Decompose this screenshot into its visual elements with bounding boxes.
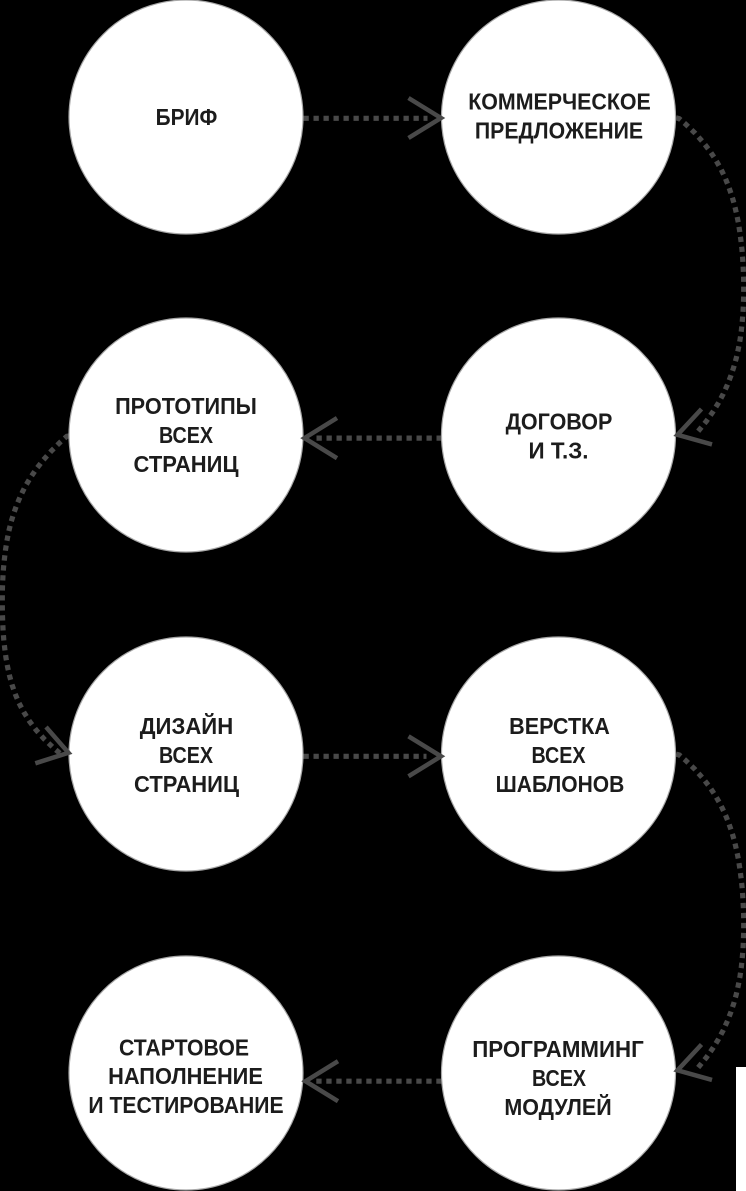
svg-text:ВСЕХ: ВСЕХ xyxy=(159,422,214,448)
svg-text:ВСЕХ: ВСЕХ xyxy=(159,742,214,768)
svg-text:ВСЕХ: ВСЕХ xyxy=(532,742,587,768)
svg-text:НАПОЛНЕНИЕ: НАПОЛНЕНИЕ xyxy=(108,1063,263,1089)
svg-text:КОММЕРЧЕСКОЕ: КОММЕРЧЕСКОЕ xyxy=(468,89,651,115)
svg-text:ПРОГРАММИНГ: ПРОГРАММИНГ xyxy=(472,1036,644,1062)
svg-text:ВЕРСТКА: ВЕРСТКА xyxy=(509,713,610,739)
svg-text:ДИЗАЙН: ДИЗАЙН xyxy=(140,712,233,739)
svg-text:И ТЕСТИРОВАНИЕ: И ТЕСТИРОВАНИЕ xyxy=(88,1092,283,1118)
svg-text:ШАБЛОНОВ: ШАБЛОНОВ xyxy=(496,771,625,797)
svg-text:ДОГОВОР: ДОГОВОР xyxy=(506,409,613,435)
svg-text:СТРАНИЦ: СТРАНИЦ xyxy=(134,771,239,797)
svg-text:СТРАНИЦ: СТРАНИЦ xyxy=(134,451,239,477)
svg-text:ПРЕДЛОЖЕНИЕ: ПРЕДЛОЖЕНИЕ xyxy=(475,118,643,144)
svg-text:ПРОТОТИПЫ: ПРОТОТИПЫ xyxy=(115,393,257,419)
svg-text:И Т.З.: И Т.З. xyxy=(529,437,589,463)
svg-text:ВСЕХ: ВСЕХ xyxy=(532,1065,587,1091)
svg-text:МОДУЛЕЙ: МОДУЛЕЙ xyxy=(504,1093,611,1120)
svg-text:БРИФ: БРИФ xyxy=(156,104,218,130)
svg-text:СТАРТОВОЕ: СТАРТОВОЕ xyxy=(119,1034,249,1060)
